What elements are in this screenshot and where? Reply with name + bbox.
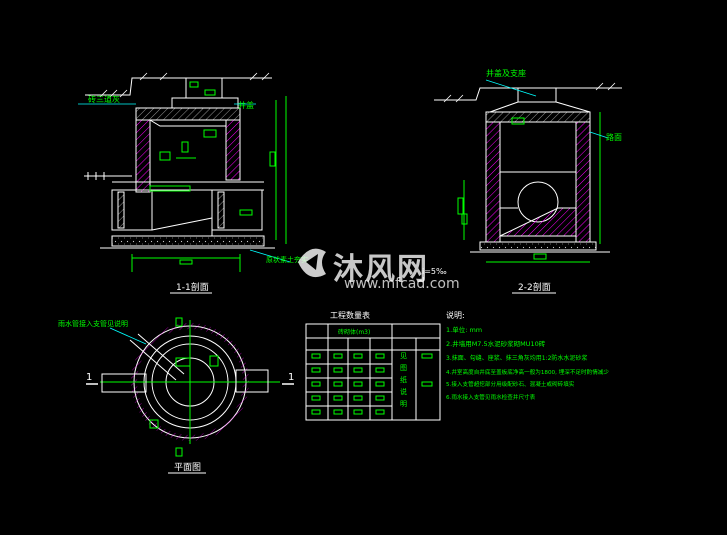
section-1-1-title: 1-1剖面 xyxy=(176,281,209,293)
watermark-url: www.mfcad.com xyxy=(344,276,460,292)
note-3: 3.抹面、勾缝、座浆、抹三角灰均用1:2防水水泥砂浆 xyxy=(446,354,587,362)
plan-view: 1 1 雨水管接入支管见说明 平面图 xyxy=(58,317,294,474)
table-side-3: 说 xyxy=(400,387,407,396)
watermark-logo-icon xyxy=(298,248,326,278)
plan-title: 平面图 xyxy=(174,462,201,473)
section-2-2-title: 2-2剖面 xyxy=(518,281,551,293)
notes-block: 说明: 1.单位: mm 2.井墙用M7.5水泥砂浆砌MU10砖 3.抹面、勾缝… xyxy=(446,310,609,401)
slope-dim: i=5‰ xyxy=(422,267,447,276)
table-side-1: 图 xyxy=(400,364,407,372)
label-road-surface: 路面 xyxy=(606,132,622,142)
label-compacted-soil: 原状素土夯实 xyxy=(266,255,308,264)
label-branch-pipe: 雨水管接入支管见说明 xyxy=(58,319,128,328)
notes-title: 说明: xyxy=(446,310,465,320)
table-title: 工程数量表 xyxy=(330,310,370,320)
watermark-brand: 沐风网 xyxy=(333,252,429,287)
label-cover: 井盖 xyxy=(238,100,254,110)
label-brick-mortar: 砖三道灰 xyxy=(88,94,120,104)
table-col-header: 砖砌体(m3) xyxy=(338,328,370,336)
label-cover-seat: 井盖及支座 xyxy=(486,68,526,78)
note-2: 2.井墙用M7.5水泥砂浆砌MU10砖 xyxy=(446,339,546,348)
section-mark-right: 1 xyxy=(288,372,294,383)
section-1-1: 砖三道灰 井盖 原状素土夯实 1-1剖面 xyxy=(78,72,308,294)
table-side-4: 明 xyxy=(400,400,407,408)
section-2-2: 井盖及支座 路面 2-2剖面 xyxy=(434,68,622,294)
table-side-0: 见 xyxy=(400,352,407,360)
quantity-table: 工程数量表 砖砌体(m3) 见 图 纸 xyxy=(305,310,441,421)
note-1: 1.单位: mm xyxy=(446,325,482,334)
note-5: 5.接入支管超挖部分用级配砂石、混凝土或砌砖填实 xyxy=(446,380,575,388)
note-4: 4.井室高度自井底至盖板底净高一般为1800, 埋深不足时酌情减少 xyxy=(446,368,609,376)
table-side-2: 纸 xyxy=(400,375,407,384)
section-mark-left: 1 xyxy=(86,372,92,383)
note-6: 6.雨水接入支管见雨水检查井尺寸表 xyxy=(446,393,536,401)
